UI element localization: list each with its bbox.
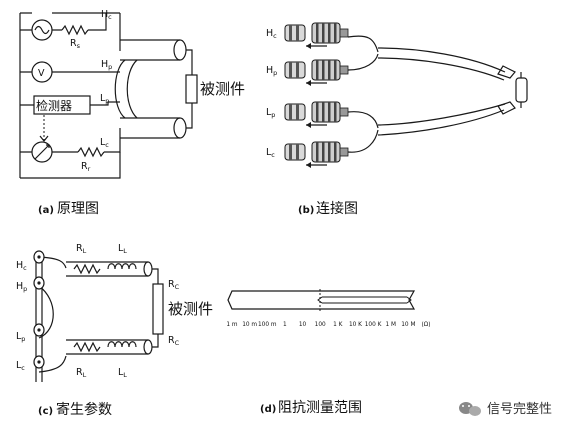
label-rl-bot: RL — [76, 367, 87, 379]
clip-bottom — [497, 101, 516, 115]
label-hp-c: Hp — [16, 281, 27, 293]
scale-label: (Ω) — [422, 322, 431, 328]
dut-resistor — [185, 74, 198, 104]
dut-resistor-c — [152, 283, 164, 335]
panel-a-caption: 原理图 — [57, 201, 99, 217]
label-hp-b: Hp — [266, 65, 277, 77]
panel-d-caption: 阻抗测量范围 — [278, 399, 362, 416]
label-lc-b: Lc — [266, 147, 275, 159]
resistor-rl-bot — [73, 341, 101, 353]
scale-label: 100 K — [365, 322, 382, 328]
inductor-ll-bot — [107, 341, 137, 348]
voltmeter-symbol: V — [38, 68, 45, 79]
dut-label: 被测件 — [200, 80, 245, 98]
watermark-text: 信号完整性 — [487, 402, 552, 417]
detector-label: 检测器 — [36, 98, 72, 113]
scale-label: 1 M — [385, 322, 396, 328]
range-arrow-heads — [317, 296, 412, 304]
panel-c-parasitic: 被测件 Hc Hp Lp Lc RL LL RL LL RC RC (c) 寄生… — [16, 243, 213, 418]
label-rs: Rs — [70, 38, 81, 50]
panel-c-tag: (c) — [38, 406, 53, 417]
bnc-connector-row-lc: Lc — [266, 141, 349, 168]
panel-b-caption: 连接图 — [316, 200, 358, 217]
scale-label: 10 — [299, 322, 307, 328]
dut-label-c: 被测件 — [168, 300, 213, 318]
label-rc-bot: RC — [168, 335, 180, 347]
panel-a-schematic: V 检测器 被测件 Hc Rs Hp Lp Lc Rr (a) 原理图 — [19, 9, 245, 217]
bnc-connector-row-lp: Lp — [266, 101, 349, 128]
label-ll-top: LL — [118, 243, 127, 255]
scale-label: 1 — [283, 322, 287, 328]
panel-c-caption: 寄生参数 — [56, 401, 112, 418]
label-lp-b: Lp — [266, 107, 275, 119]
label-ll-bot: LL — [118, 367, 127, 379]
range-bar — [227, 290, 416, 310]
wechat-icon — [459, 402, 481, 416]
label-rc-top: RC — [168, 279, 180, 291]
scale-label: 10 K — [349, 322, 362, 328]
label-hc: Hc — [101, 9, 112, 21]
label-hc-b: Hc — [266, 28, 277, 40]
label-lp: Lp — [100, 93, 109, 105]
scale-label: 100 m — [258, 322, 277, 328]
scale-label: 10 m — [242, 322, 257, 328]
label-lc-c: Lc — [16, 360, 25, 372]
watermark: 信号完整性 — [459, 402, 552, 417]
panel-d-tag: (d) — [260, 404, 276, 415]
label-hp: Hp — [101, 59, 112, 71]
resistor-rr — [77, 146, 105, 158]
panel-b-tag: (b) — [298, 205, 314, 216]
dut-component — [515, 77, 528, 103]
resistor-rl-top — [73, 263, 101, 275]
label-lc: Lc — [100, 137, 109, 149]
panel-a-tag: (a) — [38, 205, 54, 216]
label-rl-top: RL — [76, 243, 87, 255]
label-lp-c: Lp — [16, 331, 25, 343]
inductor-ll-top — [107, 263, 137, 270]
scale-label: 1 m — [226, 322, 238, 328]
scale-label: 1 K — [333, 322, 343, 328]
clip-top — [497, 65, 516, 79]
range-arrow-shaft — [322, 296, 407, 304]
resistor-rs — [61, 24, 89, 36]
bnc-connector-row-hc: Hc — [266, 22, 349, 49]
label-hc-c: Hc — [16, 260, 27, 272]
label-rr: Rr — [81, 161, 91, 173]
scale-label: 10 M — [401, 322, 415, 328]
bnc-connector-row-hp: Hp — [266, 59, 349, 86]
scale-label: 100 — [315, 322, 326, 328]
